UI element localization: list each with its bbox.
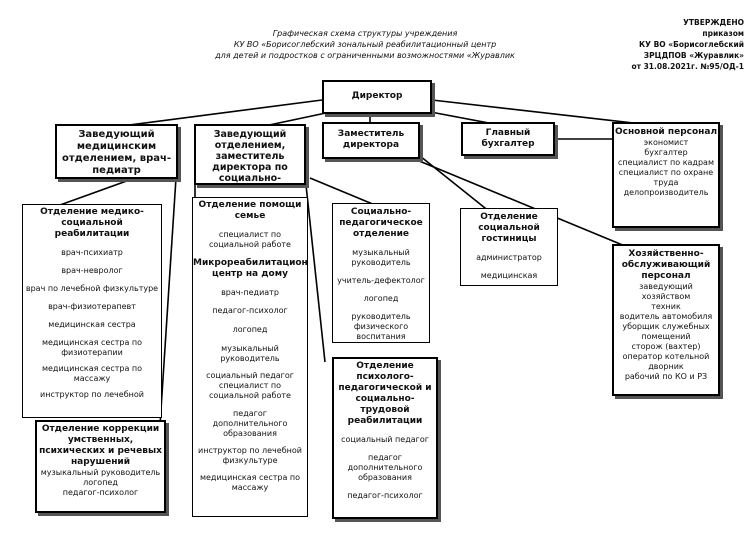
service-title: Хозяйственно-обслуживающий персонал — [621, 249, 711, 281]
hotel-box: Отделение социальной гостиницы администр… — [460, 208, 558, 286]
list-item: сторож (вахтер) — [631, 342, 701, 351]
med-dept-title: Отделение медико-социальной реабилитации — [40, 207, 144, 239]
family-subtitle: Микрореабилитационный центр на дому — [193, 258, 308, 279]
list-item: уборщик служебных помещений — [622, 322, 710, 341]
accountant-box: Главный бухгалтер — [461, 122, 555, 156]
line-medical-correction — [159, 177, 177, 426]
director-box: Директор — [322, 80, 432, 114]
list-item: медицинская сестра по физиотерапии — [41, 338, 143, 357]
approval-line-3: КУ ВО «Борисоглебский — [639, 40, 744, 49]
list-item: медицинская — [480, 271, 538, 280]
approval-line-2: приказом — [702, 29, 744, 38]
line-social-socped — [309, 177, 376, 206]
head-medical-box: Заведующий медицинским отделением, врач-… — [55, 124, 178, 179]
list-item: учитель-дефектолог — [337, 276, 425, 285]
head-social-label: Заведующий отделением, заместитель дирек… — [212, 129, 288, 184]
director-label: Директор — [351, 91, 403, 101]
document-header: Графическая схема структуры учреждения К… — [170, 28, 560, 61]
med-dept-box: Отделение медико-социальной реабилитации… — [22, 204, 162, 418]
deputy-label: Заместитель директора — [337, 129, 405, 150]
psych-box: Отделение психолого-педагогической и соц… — [332, 357, 438, 519]
service-box: Хозяйственно-обслуживающий персонал заве… — [612, 244, 720, 396]
line-social-psych — [305, 184, 326, 363]
list-item: социальный педагог — [341, 435, 429, 444]
list-item: музыкальный руководитель — [40, 468, 161, 477]
accountant-label: Главный бухгалтер — [481, 128, 535, 149]
hotel-title: Отделение социальной гостиницы — [478, 212, 540, 244]
list-item: дворник — [648, 362, 684, 371]
line-director-staff — [431, 99, 661, 127]
family-box: Отделение помощи семье специалист по соц… — [192, 197, 308, 517]
list-item: врач-физиотерапевт — [48, 302, 136, 311]
approval-stamp: УТВЕРЖДЕНО приказом КУ ВО «Борисоглебски… — [574, 17, 744, 72]
line-medical-dept — [59, 177, 136, 206]
list-item: рабочий по КО и РЗ — [624, 372, 708, 381]
correction-title: Отделение коррекции умственных, психичес… — [39, 424, 162, 467]
list-item: педагог-психолог — [347, 491, 423, 500]
psych-title: Отделение психолого-педагогической и соц… — [338, 361, 432, 426]
list-item: техник — [651, 302, 681, 311]
list-item: инструктор по лечебной — [40, 390, 144, 399]
list-item: врач-педиатр — [221, 288, 279, 297]
header-line-1: Графическая схема структуры учреждения — [272, 29, 458, 38]
list-item: специалист по социальной работе — [209, 381, 291, 400]
list-item: врач-невролог — [61, 266, 123, 275]
list-item: педагог дополнительного образования — [212, 409, 288, 438]
list-item: медицинская сестра по массажу — [41, 364, 143, 383]
head-medical-label: Заведующий медицинским отделением, врач-… — [61, 129, 172, 176]
list-item: логопед — [83, 478, 118, 487]
list-item: водитель автомобиля — [619, 312, 713, 321]
list-item: педагог-психолог — [62, 488, 139, 497]
list-item: оператор котельной — [622, 352, 710, 361]
list-item: специалист по кадрам — [618, 158, 714, 167]
correction-box: Отделение коррекции умственных, психичес… — [35, 420, 166, 513]
list-item: музыкальный руководитель — [351, 248, 411, 267]
family-title: Отделение помощи семье — [198, 200, 302, 221]
deputy-box: Заместитель директора — [322, 122, 420, 159]
list-item: логопед — [363, 294, 399, 303]
list-item: инструктор по лечебной физкультуре — [198, 446, 302, 465]
list-item: руководитель физического воспитания — [351, 312, 411, 341]
list-item: бухгалтер — [644, 148, 688, 157]
list-item: администратор — [476, 253, 542, 262]
list-item: специалист по социальной работе — [209, 230, 291, 249]
approval-line-5: от 31.08.2021г. №95/ОД-1 — [631, 62, 744, 71]
list-item: медицинская сестра по массажу — [199, 473, 301, 492]
head-social-box: Заведующий отделением, заместитель дирек… — [194, 124, 306, 185]
list-item: специалист по охране труда — [618, 168, 714, 187]
list-item: медицинская сестра — [48, 320, 136, 329]
main-staff-box: Основной персонал экономист бухгалтер сп… — [612, 122, 720, 228]
list-item: заведующий хозяйством — [639, 282, 693, 301]
approval-line-4: ЗРЦДПОВ «Журавлик» — [643, 51, 744, 60]
list-item: врач-психиатр — [61, 248, 123, 257]
social-ped-title: Социально-педагогическое отделение — [339, 207, 423, 239]
list-item: социальный педагог — [206, 371, 294, 380]
header-line-3: для детей и подростков с ограниченными в… — [215, 51, 515, 60]
list-item: врач по лечебной физкультуре — [25, 284, 159, 293]
line-deputy-hotel — [419, 155, 491, 213]
list-item: логопед — [232, 325, 268, 334]
list-item: экономист — [643, 138, 689, 147]
list-item: музыкальный руководитель — [220, 344, 280, 363]
list-item: педагог-психолог — [212, 306, 288, 315]
list-item: педагог дополнительного образования — [347, 453, 423, 482]
social-ped-box: Социально-педагогическое отделение музык… — [332, 203, 430, 343]
list-item: делопроизводитель — [623, 188, 709, 197]
header-line-2: КУ ВО «Борисоглебский зональный реабилит… — [233, 40, 497, 49]
approval-line-1: УТВЕРЖДЕНО — [683, 18, 744, 27]
line-deputy-service — [411, 157, 626, 247]
main-staff-title: Основной персонал — [614, 127, 718, 137]
